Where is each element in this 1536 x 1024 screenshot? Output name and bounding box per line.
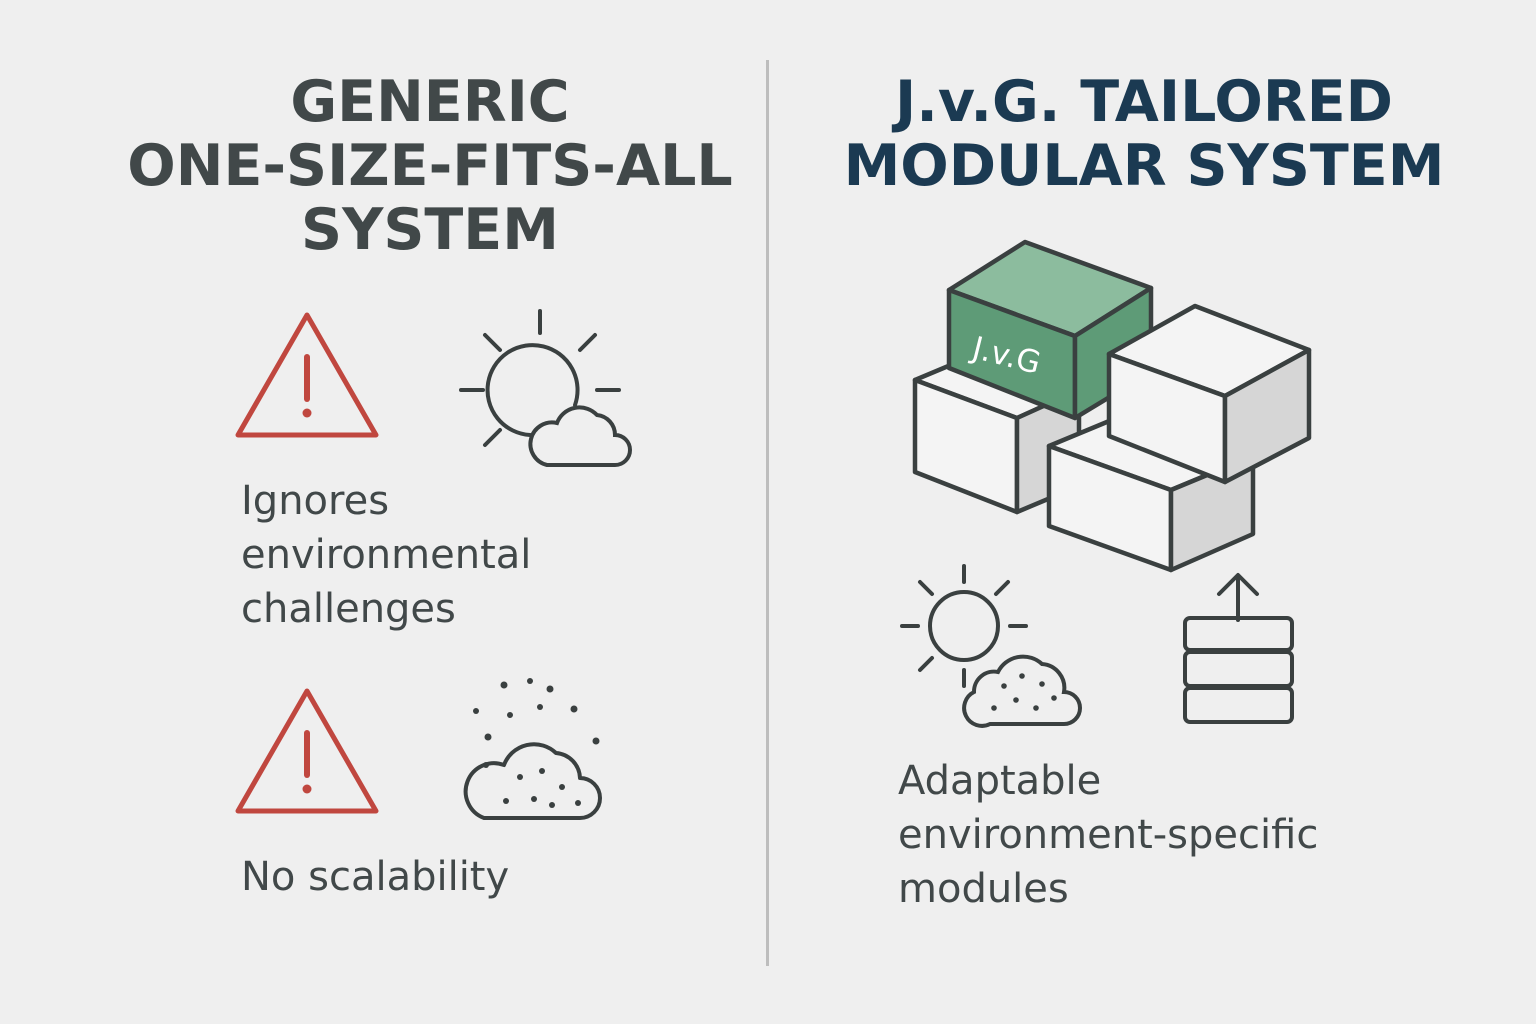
generic-system-panel: GENERIC ONE-SIZE-FITS-ALL SYSTEM Ignores… — [0, 0, 767, 1024]
sun-cloud-icon — [459, 309, 632, 467]
tailored-system-heading: J.v.G. TAILORED MODULAR SYSTEM — [769, 70, 1519, 198]
caption-line: No scalability — [241, 854, 510, 900]
dust-cloud-icon — [463, 678, 602, 820]
warning-triangle-icon — [235, 688, 379, 814]
adaptable-modules-caption: Adaptable environment-specific modules — [898, 754, 1318, 916]
heading-line: GENERIC — [290, 69, 570, 135]
caption-line: Ignores — [241, 478, 390, 524]
caption-line: environmental — [241, 532, 532, 578]
sun-dust-cloud-icon — [900, 564, 1082, 728]
no-scalability-caption: No scalability — [241, 850, 509, 904]
heading-line: MODULAR SYSTEM — [843, 133, 1445, 199]
modular-blocks-icon: J.v.G — [912, 239, 1312, 573]
heading-line: ONE-SIZE-FITS-ALL — [127, 133, 733, 199]
caption-line: challenges — [241, 586, 456, 632]
generic-system-heading: GENERIC ONE-SIZE-FITS-ALL SYSTEM — [90, 70, 770, 262]
caption-line: environment-specific — [898, 812, 1319, 858]
heading-line: SYSTEM — [301, 197, 559, 263]
panel-divider — [766, 60, 769, 966]
heading-line: J.v.G. TAILORED — [895, 69, 1393, 135]
caption-line: modules — [898, 866, 1069, 912]
warning-triangle-icon — [235, 312, 379, 438]
caption-line: Adaptable — [898, 758, 1102, 804]
tailored-system-panel: J.v.G. TAILORED MODULAR SYSTEM J.v.G — [769, 0, 1536, 1024]
ignores-challenges-caption: Ignores environmental challenges — [241, 474, 531, 636]
stack-up-icon — [1183, 573, 1294, 724]
